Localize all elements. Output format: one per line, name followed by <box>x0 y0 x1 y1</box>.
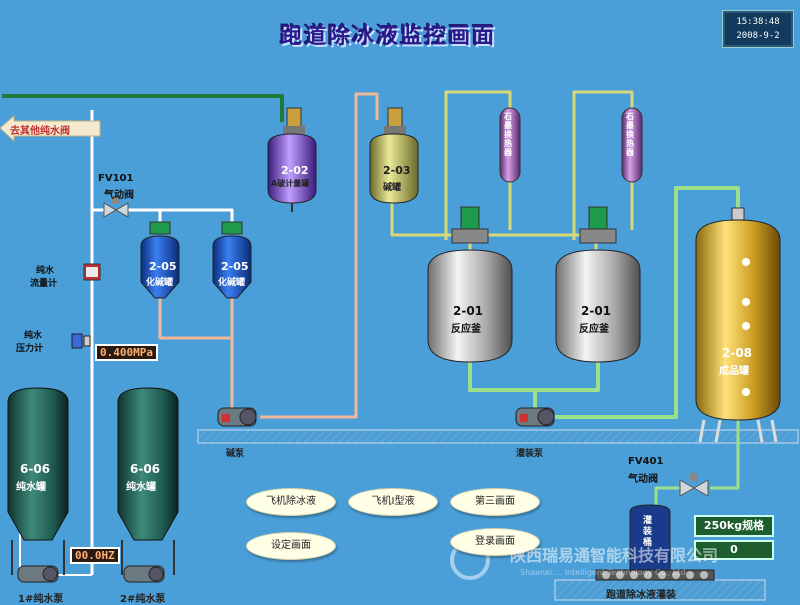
watermark-sub: Shaanxi ... Intelligent Technology Co., … <box>520 568 686 577</box>
tank-2-03-name: 碱罐 <box>383 183 402 193</box>
fv401-name: 气动阀 <box>628 474 658 485</box>
fv401-valve-icon[interactable] <box>679 473 709 497</box>
flow-readout: 00.0HZ <box>70 547 120 564</box>
tank-2-02[interactable] <box>267 107 317 212</box>
base-pump-label: 碱泵 <box>226 449 245 459</box>
to-other-water-valve-label: 去其他纯水阀 <box>10 126 70 137</box>
reactor-2-01-a[interactable] <box>427 206 513 363</box>
heat-exchanger-a-label: 石墨换热器 <box>504 112 512 157</box>
aircraft-type1-button[interactable]: 飞机Ⅰ型液 <box>348 488 438 516</box>
flow-meter-icon[interactable] <box>83 263 101 281</box>
login-button[interactable]: 登录画面 <box>450 528 540 556</box>
pressure-label-2: 压力计 <box>16 344 44 354</box>
water-pump-1-label: 1#纯水泵 <box>18 594 64 605</box>
fv401-code: FV401 <box>628 456 664 467</box>
fill-pump-icon[interactable] <box>515 407 555 427</box>
fill-pump-label: 灌装泵 <box>516 449 544 459</box>
to-other-water-valve-arrow[interactable] <box>0 114 101 143</box>
product-tank-code: 2-08 <box>722 346 753 360</box>
fv101-valve-icon[interactable] <box>103 196 129 218</box>
clock-time: 15:38:48 <box>736 17 780 27</box>
base-pump-icon[interactable] <box>217 407 257 427</box>
reactor-a-code: 2-01 <box>453 304 484 318</box>
water-tank-a-name: 纯水罐 <box>16 482 46 493</box>
heat-exchanger-b-label: 石墨换热器 <box>626 112 634 157</box>
heat-exchanger-b[interactable] <box>621 107 643 183</box>
conveyor-icon <box>595 569 715 581</box>
watermark-text: 陕西瑞易通智能科技有限公司 <box>510 546 719 565</box>
water-tank-b-code: 6-06 <box>130 462 161 476</box>
tank-2-02-code: 2-02 <box>281 164 309 177</box>
heat-exchanger-a[interactable] <box>499 107 521 183</box>
water-pump-2-icon[interactable] <box>123 565 165 583</box>
spec-label: 250kg规格 <box>694 515 774 537</box>
pressure-readout: 0.400MPa <box>95 344 158 361</box>
tank-2-05-a-code: 2-05 <box>149 260 177 273</box>
page3-button[interactable]: 第三画面 <box>450 488 540 516</box>
water-tank-b-name: 纯水罐 <box>126 482 156 493</box>
pressure-label-1: 纯水 <box>24 331 43 341</box>
pressure-gauge-icon[interactable] <box>71 333 91 349</box>
tank-2-02-name: A破计量罐 <box>271 179 310 188</box>
reactor-2-01-b[interactable] <box>555 206 641 363</box>
conveyor-label: 跑道除冰液灌装 <box>606 590 676 601</box>
tank-2-05-b[interactable] <box>212 221 252 299</box>
fv101-name: 气动阀 <box>104 190 134 201</box>
flow-meter-label-1: 纯水 <box>36 266 55 276</box>
water-pump-2-label: 2#纯水泵 <box>120 594 166 605</box>
water-pump-1-icon[interactable] <box>17 565 59 583</box>
fill-drum-label: 灌装桶 <box>643 516 653 548</box>
product-tank-2-08[interactable] <box>695 207 781 443</box>
clock-date: 2008-9-2 <box>736 31 780 41</box>
page-title: 跑道除冰液监控画面 <box>280 23 497 49</box>
tank-2-05-b-name: 化碱罐 <box>218 278 246 288</box>
fv101-code: FV101 <box>98 173 134 184</box>
tank-2-05-a-name: 化碱罐 <box>146 278 174 288</box>
aircraft-deicing-button[interactable]: 飞机除冰液 <box>246 488 336 516</box>
tank-2-03[interactable] <box>369 107 419 204</box>
spec-value[interactable]: 0 <box>694 540 774 560</box>
product-tank-name: 成品罐 <box>719 366 749 377</box>
flow-meter-label-2: 流量计 <box>30 279 58 289</box>
reactor-b-name: 反应釜 <box>579 324 609 335</box>
reactor-b-code: 2-01 <box>581 304 612 318</box>
clock-display: 15:38:48 2008-9-2 <box>722 10 794 48</box>
tank-2-05-a[interactable] <box>140 221 180 299</box>
water-tank-6-06-b[interactable] <box>117 387 179 575</box>
water-tank-6-06-a[interactable] <box>7 387 69 575</box>
tank-2-03-code: 2-03 <box>383 164 411 177</box>
tank-2-05-b-code: 2-05 <box>221 260 249 273</box>
floor-main <box>197 429 799 444</box>
reactor-a-name: 反应釜 <box>451 324 481 335</box>
water-tank-a-code: 6-06 <box>20 462 51 476</box>
settings-button[interactable]: 设定画面 <box>246 532 336 560</box>
